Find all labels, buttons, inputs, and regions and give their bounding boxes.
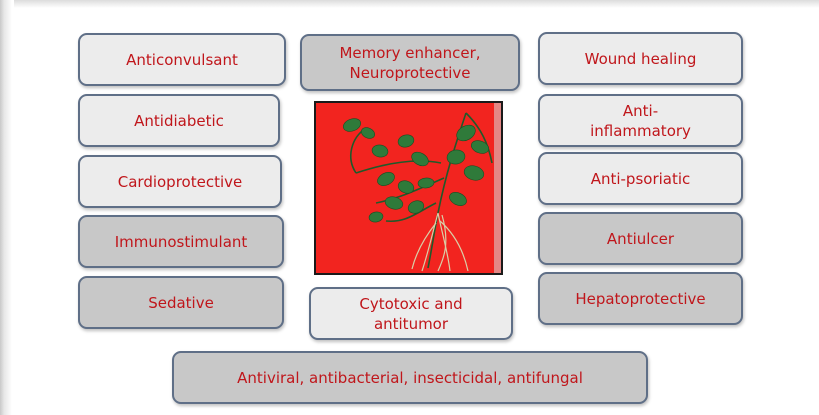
box-sedative: Sedative <box>78 276 284 329</box>
box-immunostimulant: Immunostimulant <box>78 215 284 268</box>
box-hepatoprotective: Hepatoprotective <box>538 272 743 325</box>
box-antidiabetic: Antidiabetic <box>78 94 280 147</box>
box-anti-psoriatic: Anti-psoriatic <box>538 152 743 205</box>
box-antiviral-antibacterial: Antiviral, antibacterial, insecticidal, … <box>172 351 648 404</box>
top-border <box>0 0 819 8</box>
plant-photo <box>314 101 503 275</box>
box-anti-inflammatory: Anti- inflammatory <box>538 94 743 147</box>
box-wound-healing: Wound healing <box>538 32 743 85</box>
box-anticonvulsant: Anticonvulsant <box>78 33 286 86</box>
box-antiulcer: Antiulcer <box>538 212 743 265</box>
box-cardioprotective: Cardioprotective <box>78 155 282 208</box>
left-border <box>0 0 14 415</box>
box-memory-enhancer: Memory enhancer, Neuroprotective <box>300 34 520 91</box>
box-cytotoxic-antitumor: Cytotoxic and antitumor <box>309 287 513 340</box>
